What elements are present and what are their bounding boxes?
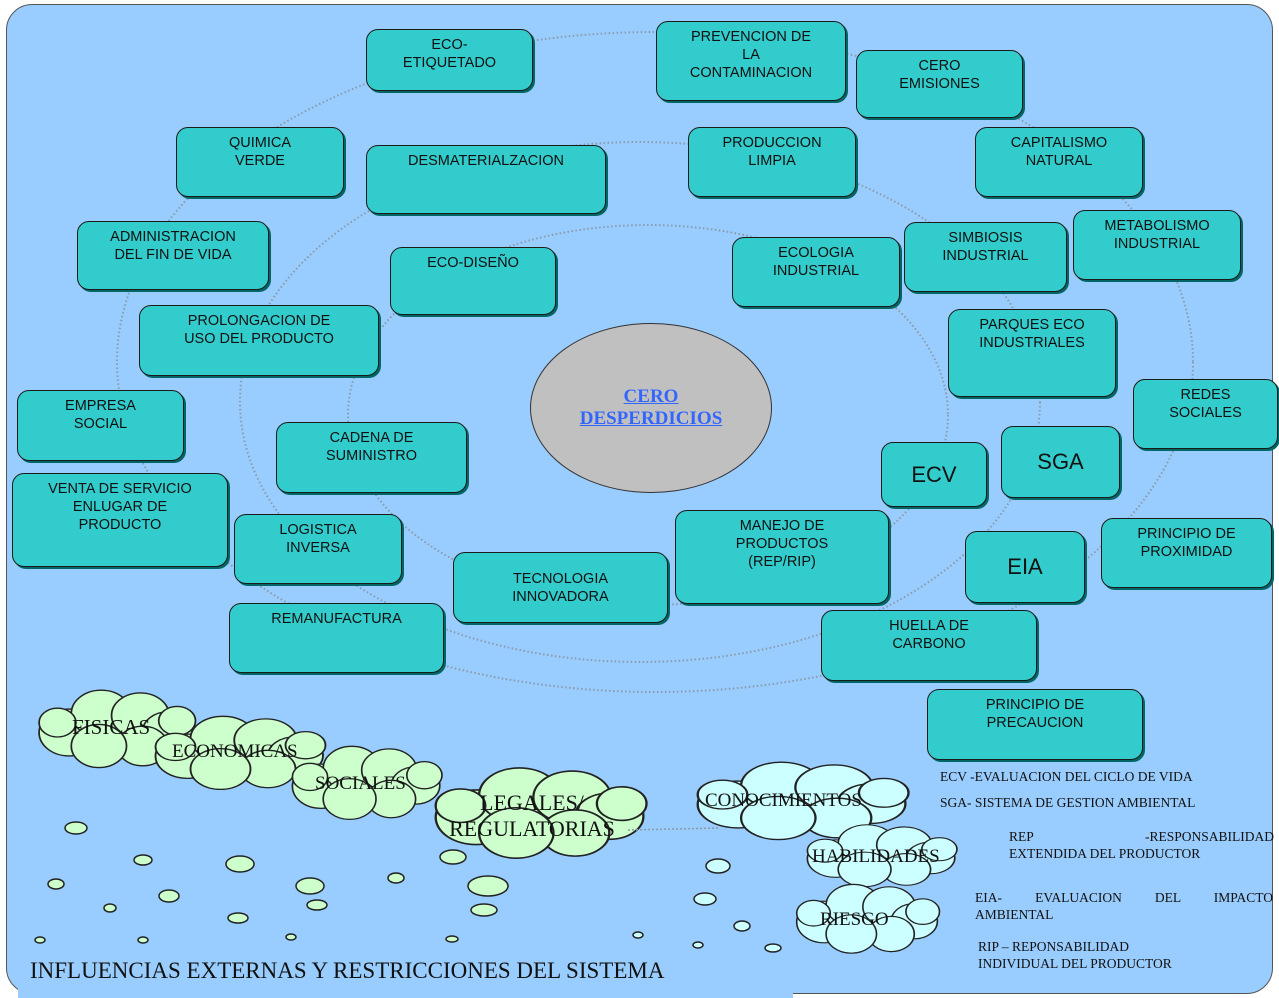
cloud-label-legales: LEGALES/ REGULATORIAS <box>449 790 615 841</box>
box-ecologia-industrial: ECOLOGIA INDUSTRIAL <box>732 237 900 307</box>
box-remanufactura: REMANUFACTURA <box>229 603 444 673</box>
cloud-label-conocimientos: CONOCIMIENTOS <box>705 790 862 811</box>
box-redes-sociales: REDES SOCIALES <box>1133 379 1278 449</box>
cloud-label-riesgo: RIESGO <box>820 909 889 930</box>
bubbles <box>34 821 509 944</box>
box-eco-etiquetado: ECO- ETIQUETADO <box>366 29 533 91</box>
inner-orbit <box>347 224 949 606</box>
legend-rep-2: EXTENDIDA DEL PRODUCTOR <box>1009 846 1201 861</box>
box-parques-eco-industriales: PARQUES ECO INDUSTRIALES <box>948 309 1116 397</box>
legend-eia-1: EIA- EVALUACION DEL IMPACTO <box>975 890 1273 905</box>
box-principio-proximidad: PRINCIPIO DE PROXIMIDAD <box>1101 518 1272 588</box>
cloud-label-habilidades: HABILIDADES <box>812 846 940 867</box>
outer-orbit <box>116 31 1194 693</box>
legend-rep-1: REP -RESPONSABILIDAD <box>1009 829 1274 844</box>
box-prevencion-contaminacion: PREVENCION DE LA CONTAMINACION <box>656 21 846 101</box>
box-cadena-suministro: CADENA DE SUMINISTRO <box>276 422 467 493</box>
box-eia: EIA <box>965 531 1085 603</box>
box-simbiosis-industrial: SIMBIOSIS INDUSTRIAL <box>904 222 1067 292</box>
legend-rip: RIP – REPONSABILIDAD INDIVIDUAL DEL PROD… <box>978 939 1172 971</box>
legend-sga: SGA- SISTEMA DE GESTION AMBIENTAL <box>940 795 1196 810</box>
footer-band: INFLUENCIAS EXTERNAS Y RESTRICCIONES DEL… <box>18 954 793 998</box>
box-tecnologia-innovadora: TECNOLOGIA INNOVADORA <box>453 552 668 623</box>
legend-eia-2: AMBIENTAL <box>975 907 1054 922</box>
cloud-label-economicas: ECONOMICAS <box>172 741 298 762</box>
box-eco-diseno: ECO-DISEÑO <box>390 247 556 315</box>
box-administracion-fin-vida: ADMINISTRACION DEL FIN DE VIDA <box>77 221 269 290</box>
box-quimica-verde: QUIMICA VERDE <box>176 127 344 197</box>
box-empresa-social: EMPRESA SOCIAL <box>17 390 184 461</box>
box-prolongacion-uso: PROLONGACION DE USO DEL PRODUCTO <box>139 305 379 376</box>
connector-line <box>627 827 721 831</box>
cloud-label-sociales: SOCIALES <box>315 773 406 794</box>
center-zero-waste: CERO DESPERDICIOS <box>530 323 772 493</box>
middle-orbit <box>239 141 1041 663</box>
box-principio-precaucion: PRINCIPIO DE PRECAUCION <box>927 689 1143 760</box>
legend-ecv: ECV -EVALUACION DEL CICLO DE VIDA <box>940 769 1193 784</box>
center-label: CERO DESPERDICIOS <box>579 386 723 429</box>
box-cero-emisiones: CERO EMISIONES <box>856 50 1023 118</box>
box-desmaterializacion: DESMATERIALZACION <box>366 145 606 214</box>
box-capitalismo-natural: CAPITALISMO NATURAL <box>975 127 1143 197</box>
box-venta-servicio: VENTA DE SERVICIO ENLUGAR DE PRODUCTO <box>12 473 228 567</box>
box-manejo-productos: MANEJO DE PRODUCTOS (REP/RIP) <box>675 510 889 604</box>
box-ecv: ECV <box>881 442 987 507</box>
footer-title: INFLUENCIAS EXTERNAS Y RESTRICCIONES DEL… <box>30 958 665 983</box>
box-logistica-inversa: LOGISTICA INVERSA <box>234 514 402 584</box>
box-sga: SGA <box>1001 426 1120 498</box>
box-huella-carbono: HUELLA DE CARBONO <box>821 610 1037 681</box>
box-metabolismo-industrial: METABOLISMO INDUSTRIAL <box>1073 210 1241 280</box>
cloud-label-fisicas: FISICAS <box>72 715 151 739</box>
box-produccion-limpia: PRODUCCION LIMPIA <box>688 127 856 197</box>
bubbles-blue <box>632 858 782 953</box>
